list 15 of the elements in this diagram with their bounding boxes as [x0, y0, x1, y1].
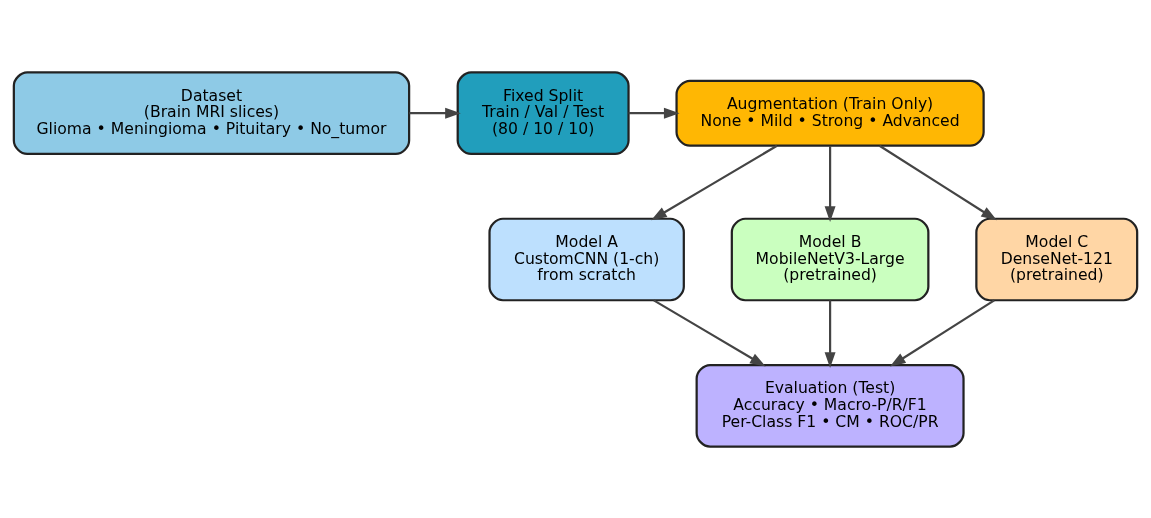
arrow: [824, 299, 836, 368]
arrow: [889, 298, 995, 367]
arrow: [651, 144, 778, 220]
arrow: [878, 144, 997, 220]
node-box: Evaluation (Test) Accuracy • Macro-P/R/F1 Per-Class F1 • CM • ROC/PR: [695, 363, 965, 448]
node-box: Model C DenseNet-121 (pretrained): [975, 217, 1139, 301]
arrow: [824, 145, 836, 222]
node-box: Model B MobileNetV3-Large (pretrained): [730, 217, 930, 301]
node-box: Model A CustomCNN (1-ch) from scratch: [488, 217, 685, 301]
arrow: [409, 107, 461, 119]
arrow: [628, 107, 680, 119]
node-box: Augmentation (Train Only) None • Mild • Strong • Advanced: [675, 79, 985, 147]
node-box: Fixed Split Train / Val / Test (80 / 10 / 10): [456, 70, 630, 155]
node-box: Dataset (Brain MRI slices) Glioma • Meningioma • Pituitary • No_tumor: [12, 70, 411, 155]
arrow: [653, 298, 766, 367]
